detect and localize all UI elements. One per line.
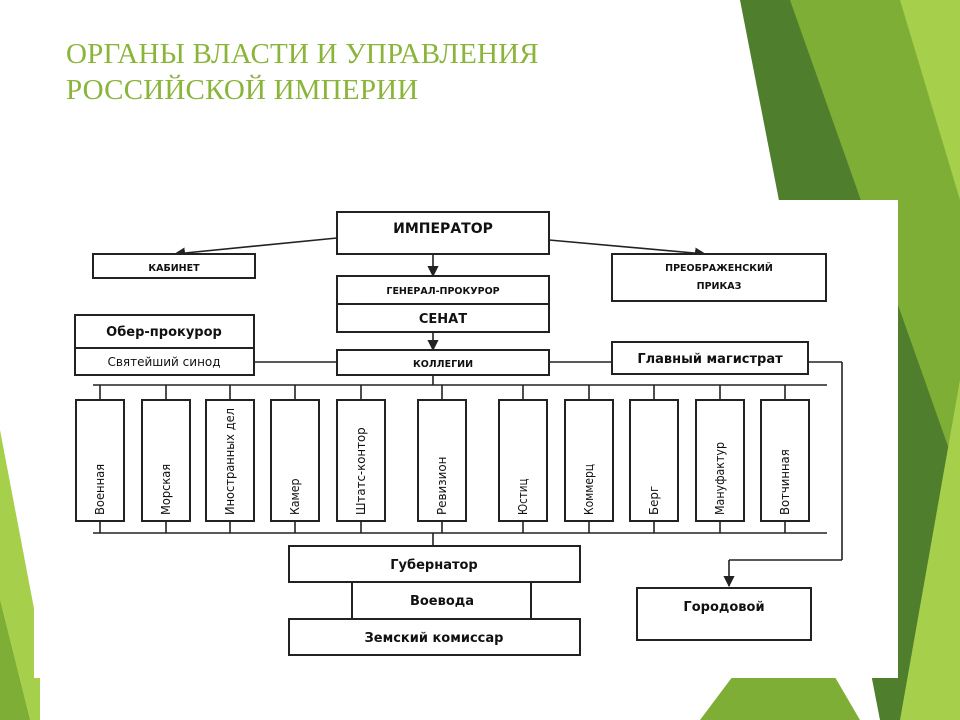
- connector-emperor-preobrazhensky: [548, 239, 707, 259]
- senate-label: СЕНАТ: [419, 312, 467, 327]
- holy-synod-box: [74, 347, 255, 376]
- title-line-1: ОРГАНЫ ВЛАСТИ И УПРАВЛЕНИЯ: [66, 38, 539, 70]
- ober-procurator-label: Обер-прокурор: [106, 325, 222, 340]
- collegia-box: [336, 349, 550, 376]
- connector-emperor-cabinet: [173, 237, 338, 259]
- college-3-label: Иностранных дел: [223, 408, 237, 515]
- college-10-label: Мануфактур: [713, 442, 727, 515]
- college-9-box: [629, 399, 679, 522]
- governor-box: [288, 545, 581, 583]
- labels: ИМПЕРАТОР КАБИНЕТ ПРЕОБРАЖЕНСКИЙ ПРИКАЗ …: [106, 221, 783, 646]
- procurator-general-box: [336, 275, 550, 305]
- college-9-label: Берг: [647, 486, 661, 515]
- college-7-box: [498, 399, 548, 522]
- college-7-label: Юстиц: [516, 479, 530, 516]
- town-magistrate-box: [636, 587, 812, 641]
- senate-box: [336, 303, 550, 333]
- college-5-label: Штатс-контор: [354, 427, 368, 515]
- chief-magistrate-box: [611, 341, 809, 375]
- college-11-box: [760, 399, 810, 522]
- title-line-2: РОССИЙСКОЙ ИМПЕРИИ: [66, 74, 419, 106]
- decor-right-light-lower: [900, 380, 960, 720]
- decor-right-light: [900, 0, 960, 200]
- college-ticks: [99, 385, 786, 533]
- college-2-box: [141, 399, 191, 522]
- holy-synod-label: Святейший синод: [107, 355, 220, 369]
- college-4-box: [270, 399, 320, 522]
- slide-title: ОРГАНЫ ВЛАСТИ И УПРАВЛЕНИЯ РОССИЙСКОЙ ИМ…: [66, 36, 539, 108]
- college-8-box: [564, 399, 614, 522]
- procurator-general-label: ГЕНЕРАЛ-ПРОКУРОР: [386, 286, 499, 297]
- college-8-label: Коммерц: [582, 464, 596, 515]
- college-1-label: Военная: [93, 464, 107, 515]
- voevoda-box: [351, 581, 532, 620]
- connector-lines: [93, 237, 843, 619]
- chief-magistrate-label: Главный магистрат: [637, 352, 783, 367]
- college-2-label: Морская: [159, 464, 173, 515]
- emperor-box: [336, 211, 550, 255]
- college-4-label: Камер: [288, 479, 302, 516]
- governor-label: Губернатор: [390, 558, 477, 573]
- college-6-box: [417, 399, 467, 522]
- decor-left-green-dark: [0, 600, 30, 720]
- voevoda-label: Воевода: [410, 594, 474, 609]
- college-1-box: [75, 399, 125, 522]
- college-boxes: [75, 399, 810, 522]
- cabinet-label: КАБИНЕТ: [148, 263, 200, 274]
- college-11-label: Вотчинная: [778, 449, 792, 515]
- collegia-label: КОЛЛЕГИИ: [413, 359, 473, 370]
- boxes: [74, 211, 827, 656]
- zemsky-commissar-label: Земский комиссар: [365, 631, 504, 646]
- preobrazhensky-label-line2: ПРИКАЗ: [697, 281, 742, 292]
- ober-procurator-box: [74, 314, 255, 349]
- college-6-label: Ревизион: [435, 457, 449, 515]
- zemsky-commissar-box: [288, 618, 581, 656]
- preobrazhensky-label-line1: ПРЕОБРАЖЕНСКИЙ: [665, 262, 773, 274]
- college-10-box: [695, 399, 745, 522]
- emperor-label: ИМПЕРАТОР: [393, 221, 493, 237]
- preobrazhensky-box: [611, 253, 827, 302]
- town-magistrate-label: Городовой: [683, 600, 764, 615]
- cabinet-box: [92, 253, 256, 279]
- college-5-box: [336, 399, 386, 522]
- college-3-box: [205, 399, 255, 522]
